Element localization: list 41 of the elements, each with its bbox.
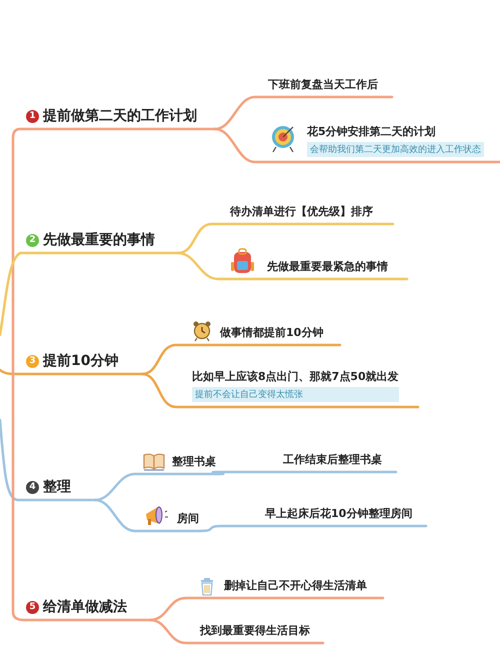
- branch-text: 比如早上应该8点出门、那就7点50就出发: [192, 369, 399, 384]
- topic-text: 整理: [43, 478, 71, 496]
- branch-text: 找到最重要得生活目标: [200, 623, 310, 642]
- branch-line: [140, 372, 420, 408]
- branch-text: 待办清单进行【优先级】排序: [230, 204, 373, 223]
- branch-text: 先做最重要最紧急的事情: [267, 259, 388, 278]
- branch-line: [94, 472, 220, 502]
- number-badge: 5: [26, 600, 39, 614]
- branch-text: 花5分钟安排第二天的计划: [307, 124, 437, 139]
- branch-line: [12, 128, 216, 302]
- topic-text: 提前做第二天的工作计划: [43, 107, 197, 125]
- branch-line: [176, 222, 394, 254]
- branch-line: [12, 298, 152, 622]
- branch-line: [148, 618, 324, 644]
- branch-line: [0, 252, 180, 336]
- branch-line: [198, 524, 428, 532]
- note-tag: 提前不会让自己变得太慌张: [192, 387, 399, 402]
- branch-line: [214, 128, 500, 164]
- number-badge: 3: [26, 354, 39, 368]
- branch-line: [214, 96, 394, 130]
- branch-line: [94, 498, 202, 532]
- branch-line: [212, 470, 398, 476]
- topic-text: 提前10分钟: [43, 352, 118, 370]
- branch-text: 房间: [145, 511, 199, 530]
- branch-text: 整理书桌: [143, 454, 216, 473]
- branch-line: [0, 368, 144, 376]
- number-badge: 4: [26, 480, 39, 494]
- number-badge: 1: [26, 110, 39, 122]
- branch-line: [148, 596, 384, 622]
- topic-text: 先做最重要的事情: [43, 231, 155, 249]
- branch-text: 做事情都提前10分钟: [220, 325, 324, 344]
- branch-line: [176, 252, 408, 280]
- topic-text: 给清单做减法: [43, 598, 127, 616]
- branch-line: [140, 344, 342, 376]
- branch-text: 早上起床后花10分钟整理房间: [265, 506, 412, 525]
- number-badge: 2: [26, 234, 39, 246]
- branch-line: [0, 418, 96, 502]
- branch-text: 下班前复盘当天工作后: [268, 77, 378, 96]
- note-tag: 会帮助我们第二天更加高效的进入工作状态: [307, 142, 484, 157]
- branch-text: 工作结束后整理书桌: [283, 452, 382, 471]
- branch-text: 删掉让自己不开心得生活清单: [224, 578, 367, 597]
